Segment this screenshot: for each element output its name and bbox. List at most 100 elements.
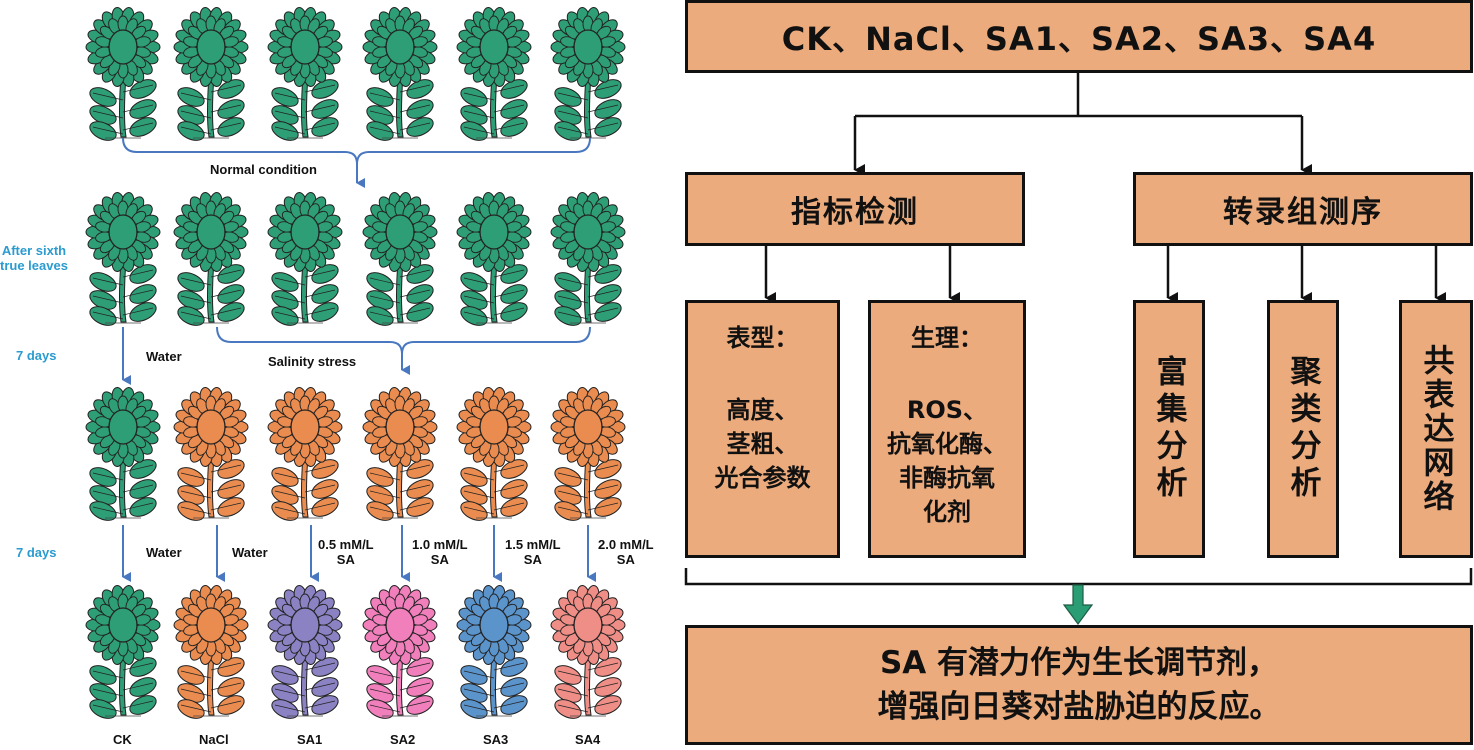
sunflower-icon bbox=[456, 585, 532, 719]
flowchart-panel: CK、NaCl、SA1、SA2、SA3、SA4 指标检测 转录组测序 表型： 高… bbox=[680, 0, 1474, 750]
treatment-label-nacl: Water bbox=[232, 545, 268, 560]
experiment-design-panel: Normal condition After sixth true leaves… bbox=[0, 0, 680, 750]
sunflower-disc bbox=[196, 607, 226, 643]
enrichment-analysis-box: 富集分析 bbox=[1133, 300, 1205, 558]
treatment-line1: Water bbox=[146, 545, 182, 560]
treatment-label-sa1: 0.5 mM/L SA bbox=[318, 537, 374, 567]
sunflower-icon bbox=[550, 7, 626, 141]
sunflower-disc bbox=[196, 409, 226, 445]
salinity-stress-bracket bbox=[216, 326, 591, 355]
treatment-label-sa2: 1.0 mM/L SA bbox=[412, 537, 468, 567]
coexpression-network-box: 共表达网络 bbox=[1399, 300, 1473, 558]
treatment-line1: 0.5 mM/L bbox=[318, 537, 374, 552]
sunflower-disc bbox=[385, 29, 415, 65]
sunflower-disc bbox=[385, 409, 415, 445]
phenotype-item: 光合参数 bbox=[714, 464, 811, 492]
transcriptome-sequencing-text: 转录组测序 bbox=[1223, 195, 1383, 230]
group-label-sa4: SA4 bbox=[575, 732, 601, 747]
transcriptome-sequencing-box: 转录组测序 bbox=[1133, 172, 1473, 246]
clustering-analysis-box: 聚类分析 bbox=[1267, 300, 1339, 558]
sunflower-icon bbox=[85, 192, 161, 326]
sunflower-disc bbox=[196, 214, 226, 250]
treatment-line1: 1.5 mM/L bbox=[505, 537, 561, 552]
groups-box: CK、NaCl、SA1、SA2、SA3、SA4 bbox=[685, 0, 1473, 73]
sunflower-disc bbox=[385, 607, 415, 643]
sunflower-disc bbox=[108, 409, 138, 445]
sunflower-disc bbox=[108, 29, 138, 65]
phenotype-heading: 表型： bbox=[726, 324, 799, 352]
group-label-ck: CK bbox=[113, 732, 132, 747]
step2-days-label: 7 days bbox=[16, 545, 57, 560]
group-label-sa2: SA2 bbox=[390, 732, 416, 747]
sunflower-disc bbox=[108, 607, 138, 643]
sunflower-disc bbox=[573, 29, 603, 65]
indicator-detection-text: 指标检测 bbox=[791, 195, 919, 230]
indicator-detection-box: 指标检测 bbox=[685, 172, 1025, 246]
sunflower-icon bbox=[550, 387, 626, 521]
sunflower-icon bbox=[173, 192, 249, 326]
sunflower-disc bbox=[479, 607, 509, 643]
sunflower-disc bbox=[385, 214, 415, 250]
treatment-line1: Water bbox=[232, 545, 268, 560]
group-label-nacl: NaCl bbox=[199, 732, 229, 747]
sunflower-icon bbox=[362, 192, 438, 326]
group-label-sa1: SA1 bbox=[297, 732, 323, 747]
treatment-label-sa3: 1.5 mM/L SA bbox=[505, 537, 561, 567]
group-label-sa3: SA3 bbox=[483, 732, 509, 747]
step1-water-label: Water bbox=[146, 349, 182, 364]
sunflower-icon bbox=[267, 387, 343, 521]
sunflower-disc bbox=[108, 214, 138, 250]
treatment-line1: 1.0 mM/L bbox=[412, 537, 468, 552]
experiment-illustration bbox=[85, 7, 626, 719]
sunflower-disc bbox=[290, 29, 320, 65]
side-label-line2: true leaves bbox=[0, 258, 68, 273]
salinity-stress-label: Salinity stress bbox=[268, 354, 357, 369]
normal-condition-label: Normal condition bbox=[210, 162, 317, 177]
sunflower-icon bbox=[362, 387, 438, 521]
merge-bracket bbox=[684, 568, 1473, 586]
sunflower-disc bbox=[290, 214, 320, 250]
flowchart-connectors bbox=[684, 72, 1473, 626]
sunflower-disc bbox=[479, 29, 509, 65]
side-label-line1: After sixth bbox=[1, 243, 67, 258]
sunflower-icon bbox=[85, 585, 161, 719]
physiology-item: 化剂 bbox=[923, 498, 971, 526]
normal-condition-bracket bbox=[122, 137, 591, 165]
sunflower-disc bbox=[479, 409, 509, 445]
sunflower-icon bbox=[267, 585, 343, 719]
sunflower-icon bbox=[362, 585, 438, 719]
conclusion-box: SA 有潜力作为生长调节剂， 增强向日葵对盐胁迫的反应。 bbox=[685, 625, 1473, 745]
sunflower-disc bbox=[196, 29, 226, 65]
sunflower-disc bbox=[290, 409, 320, 445]
after-sixth-true-leaves-label: After sixth true leaves bbox=[0, 243, 68, 273]
physiology-item: 抗氧化酶、 bbox=[887, 430, 1007, 458]
sunflower-icon bbox=[456, 387, 532, 521]
sunflower-icon bbox=[550, 192, 626, 326]
sunflower-icon bbox=[173, 585, 249, 719]
treatment-line1: 2.0 mM/L bbox=[598, 537, 654, 552]
coexpression-network-text: 共表达网络 bbox=[1417, 344, 1454, 514]
phenotype-item: 高度、 bbox=[726, 396, 799, 424]
sunflower-disc bbox=[479, 214, 509, 250]
phenotype-box: 表型： 高度、 茎粗、 光合参数 bbox=[685, 300, 840, 558]
enrichment-analysis-text: 富集分析 bbox=[1150, 355, 1187, 503]
sunflower-icon bbox=[267, 7, 343, 141]
groups-text: CK、NaCl、SA1、SA2、SA3、SA4 bbox=[781, 19, 1377, 58]
sunflower-disc bbox=[573, 214, 603, 250]
sunflower-icon bbox=[173, 7, 249, 141]
sunflower-icon bbox=[362, 7, 438, 141]
green-down-arrow-icon bbox=[1062, 584, 1094, 626]
sunflower-icon bbox=[550, 585, 626, 719]
sunflower-icon bbox=[85, 387, 161, 521]
sunflower-icon bbox=[267, 192, 343, 326]
conclusion-line: SA 有潜力作为生长调节剂， bbox=[879, 645, 1279, 681]
sunflower-disc bbox=[573, 607, 603, 643]
sunflower-disc bbox=[573, 409, 603, 445]
treatment-line2: SA bbox=[523, 552, 542, 567]
physiology-item: 非酶抗氧 bbox=[899, 464, 995, 492]
sunflower-icon bbox=[456, 192, 532, 326]
sunflower-icon bbox=[456, 7, 532, 141]
sunflower-icon bbox=[173, 387, 249, 521]
physiology-box: 生理： ROS、 抗氧化酶、 非酶抗氧 化剂 bbox=[868, 300, 1026, 558]
treatment-label-ck: Water bbox=[146, 545, 182, 560]
